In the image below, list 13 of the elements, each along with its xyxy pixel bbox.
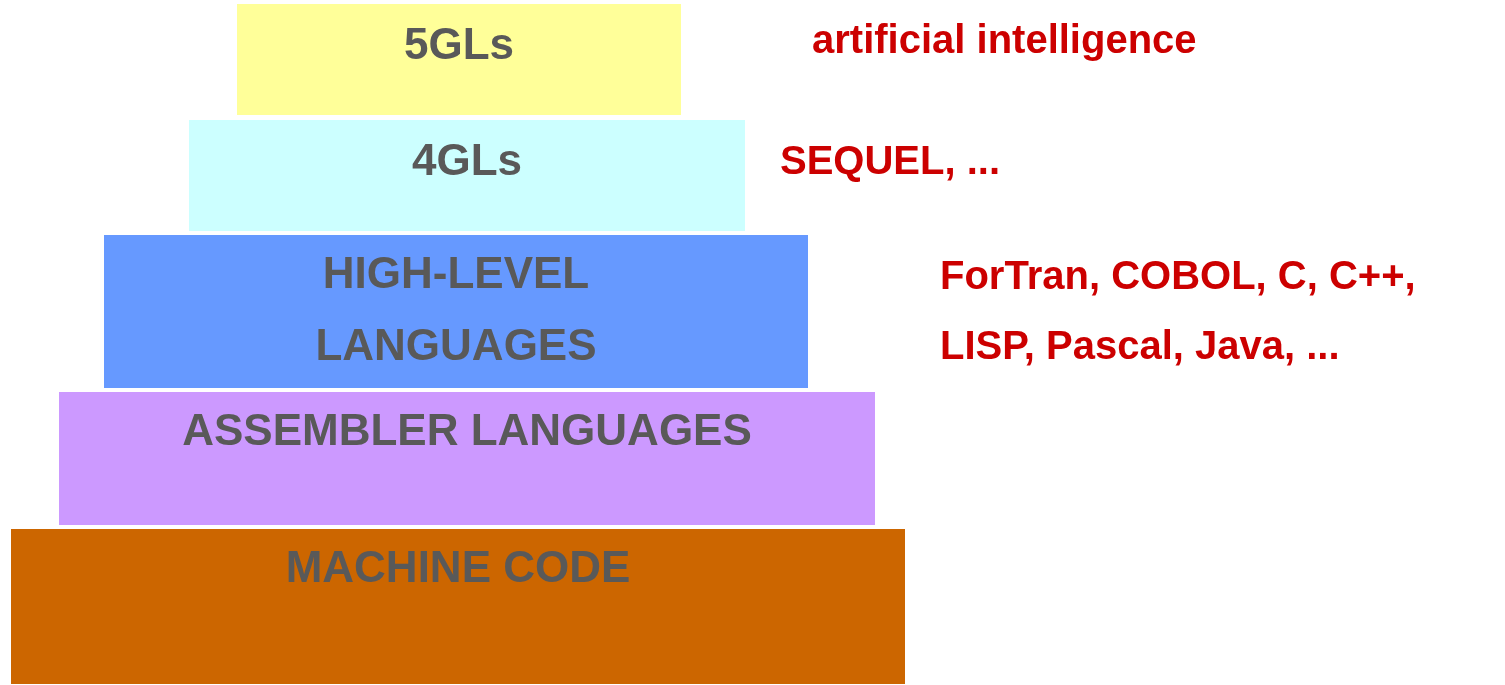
pyramid-layer-box [104,235,808,388]
layer-label: HIGH-LEVEL LANGUAGES [314,247,598,371]
layer-label: ASSEMBLER LANGUAGES [182,404,752,456]
layer-label: MACHINE CODE [285,541,631,593]
pyramid-layer-box [59,392,875,525]
example-text: artificial intelligence [812,16,1198,63]
example-text: SEQUEL, ... [780,137,1002,184]
layer-label: 4GLs [411,134,522,186]
layer-label: 5GLs [403,18,514,70]
pyramid-layer-box [237,4,681,115]
example-text: ForTran, COBOL, C, C++, LISP, Pascal, Java, ... [940,252,1417,369]
pyramid-layer-box [189,120,745,231]
pyramid-layer-box [11,529,905,684]
